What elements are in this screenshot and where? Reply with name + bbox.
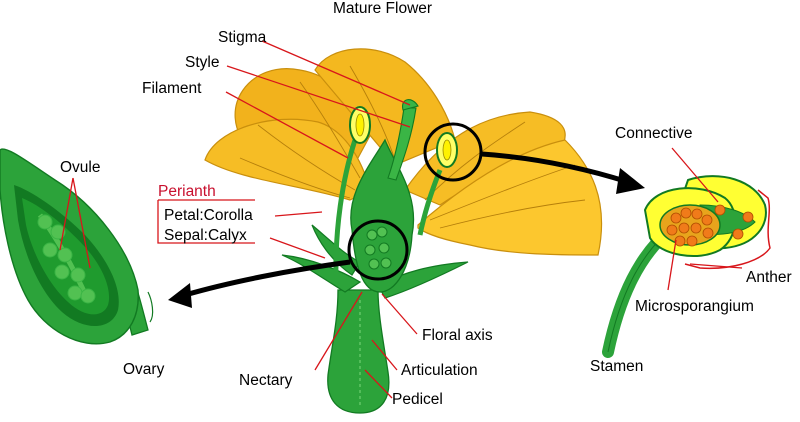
label-connective: Connective [615, 125, 693, 142]
ovary-inner-ovules [364, 226, 392, 270]
arrow-to-anther [481, 151, 629, 185]
leader-lines [59, 40, 743, 399]
label-style: Style [185, 54, 219, 71]
sepal-left-outer [281, 254, 362, 293]
ovary-cutaway [0, 148, 154, 345]
pedicel-shape [327, 289, 390, 414]
zoom-arrows [168, 151, 645, 308]
petal-lower-right [417, 139, 603, 256]
flower [204, 48, 603, 414]
label-anther: Anther [746, 269, 792, 286]
label-filament: Filament [142, 80, 202, 97]
anther-detail [602, 175, 771, 358]
anther-bracket [684, 189, 771, 270]
label-ovule: Ovule [60, 159, 101, 176]
label-sepal-calyx: Sepal:Calyx [164, 227, 247, 244]
sepal-right [377, 261, 469, 299]
arrow-to-ovary [184, 259, 351, 298]
zoom-circle-ovary [347, 219, 409, 281]
diagram-title: Mature Flower [333, 0, 432, 17]
label-stamen: Stamen [590, 358, 643, 375]
pollen-grains [666, 204, 754, 247]
label-articulation: Articulation [401, 362, 478, 379]
cutaway-ovules [37, 214, 96, 304]
label-ovary: Ovary [123, 361, 165, 378]
stigma-shape [401, 99, 419, 111]
petal-back-top [314, 48, 456, 166]
label-microsporangium: Microsporangium [635, 298, 754, 315]
labels: Mature Flower Stigma Style Filament Peri… [60, 0, 792, 408]
label-stigma: Stigma [218, 29, 267, 46]
label-nectary: Nectary [239, 372, 293, 389]
label-pedicel: Pedicel [392, 391, 443, 408]
label-perianth: Perianth [158, 183, 216, 200]
zoom-circle-anther [423, 122, 483, 182]
label-floral-axis: Floral axis [422, 327, 493, 344]
label-petal-corolla: Petal:Corolla [164, 207, 253, 224]
